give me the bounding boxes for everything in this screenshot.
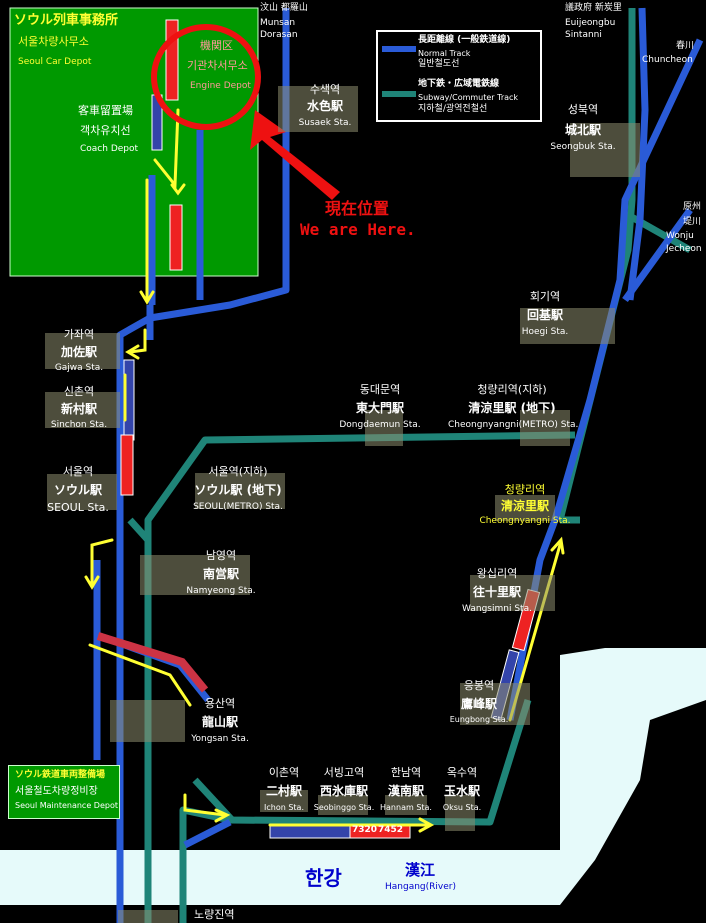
dest-uijeongbu-en1: Euijeongbu bbox=[565, 18, 616, 28]
hoegi-box bbox=[520, 308, 615, 344]
train-car2-label: 7452 bbox=[378, 825, 404, 835]
noryangjin-box bbox=[118, 910, 178, 923]
station-seoul-metro[interactable]: 서울역(지하) ソウル駅 (地下) SEOUL(METRO) Sta. bbox=[193, 465, 283, 513]
station-wangsimni[interactable]: 왕십리역 往十里駅 Wangsimni Sta. bbox=[462, 567, 532, 615]
dest-jecheon-en: Jecheon bbox=[666, 244, 702, 254]
station-eungbong[interactable]: 응봉역 鷹峰駅 Eungbong Sta. bbox=[449, 679, 509, 725]
dest-wonju: 原州 bbox=[683, 202, 702, 212]
dest-munsan: 汶山 都羅山 bbox=[260, 3, 308, 13]
station-dongdaemun[interactable]: 동대문역 東大門駅 Dongdaemun Sta. bbox=[339, 383, 421, 431]
coach-depot-en: Coach Depot bbox=[80, 144, 139, 154]
dest-chuncheon-en: Chuncheon bbox=[642, 55, 693, 65]
seongbuk-box bbox=[570, 123, 640, 177]
seoul-box bbox=[47, 474, 117, 510]
current-location-arrow bbox=[250, 110, 340, 200]
yongsan-box bbox=[110, 700, 185, 742]
maintenance-depot: ソウル鉄道車両整備場 서울철도차량정비장 Seoul Maintenance D… bbox=[8, 765, 120, 819]
map-legend bbox=[376, 30, 542, 122]
depot-title-jp: ソウル列車事務所 bbox=[14, 13, 119, 28]
maintenance-en: Seoul Maintenance Depot bbox=[15, 801, 118, 810]
dest-munsan-en2: Dorasan bbox=[260, 30, 298, 40]
legend-normal-kr: 일반철도선 bbox=[418, 59, 460, 69]
cheongnyangni-box bbox=[495, 495, 555, 521]
depot-title-en: Seoul Car Depot bbox=[18, 57, 92, 67]
namyeong-box bbox=[140, 555, 250, 595]
current-location-en: We are Here. bbox=[300, 220, 416, 239]
hannam-box bbox=[385, 795, 427, 815]
station-hoegi[interactable]: 회기역 回基駅 Hoegi Sta. bbox=[521, 290, 569, 338]
station-noryangjin[interactable]: 노량진역 bbox=[194, 908, 235, 921]
engine-depot-kr: 기관차서무소 bbox=[187, 59, 248, 72]
dest-uijeongbu-en2: Sintanni bbox=[565, 30, 602, 40]
dest-uijeongbu: 議政府 新炭里 bbox=[565, 3, 622, 13]
station-cheongnyangni-metro[interactable]: 청량리역(지하) 清涼里駅 (地下) Cheongnyangni(METRO) … bbox=[448, 383, 579, 431]
legend-normal-en: Normal Track bbox=[418, 49, 471, 58]
legend-subway-kr: 지하철/광역전철선 bbox=[418, 104, 488, 114]
station-cheongnyangni[interactable]: 청량리역 清涼里駅 Cheongnyangni Sta. bbox=[479, 483, 571, 527]
station-namyeong[interactable]: 남영역 南営駅 Namyeong Sta. bbox=[186, 549, 256, 597]
cheongnyangni-metro-box bbox=[520, 410, 570, 446]
seobinggo-box bbox=[318, 795, 368, 815]
engine-depot-en: Engine Depot bbox=[190, 81, 251, 91]
station-seongbuk[interactable]: 성북역 城北駅 Seongbuk Sta. bbox=[550, 103, 616, 153]
dest-chuncheon: 春川 bbox=[676, 41, 695, 51]
river-label-cn: 漢江 bbox=[405, 861, 436, 879]
gajwa-box bbox=[45, 333, 120, 369]
oksu-box bbox=[445, 795, 475, 831]
dest-jecheon: 堤川 bbox=[683, 217, 702, 227]
dongdaemun-box bbox=[365, 410, 403, 446]
legend-normal-cn: 長距離線 (一般鉄道線) bbox=[418, 35, 511, 45]
station-seobinggo[interactable]: 서빙고역 西氷庫駅 Seobinggo Sta. bbox=[313, 766, 375, 813]
station-gajwa[interactable]: 가좌역 加佐駅 Gajwa Sta. bbox=[54, 328, 104, 374]
eungbong-box bbox=[460, 683, 530, 725]
station-seoul[interactable]: 서울역 ソウル駅 SEOUL Sta. bbox=[47, 465, 109, 515]
legend-subway-cn: 地下鉄・広域電鉄線 bbox=[418, 79, 500, 89]
depot-title-kr: 서울차량사무소 bbox=[18, 35, 89, 48]
susaek-box bbox=[278, 86, 358, 132]
route-arrows bbox=[84, 108, 565, 833]
legend-subway-en: Subway/Commuter Track bbox=[418, 93, 519, 102]
normal-track-lines bbox=[93, 7, 704, 923]
station-oksu[interactable]: 옥수역 玉水駅 Oksu Sta. bbox=[442, 766, 482, 813]
river-label-en: Hangang(River) bbox=[385, 882, 456, 892]
current-location-ring bbox=[151, 24, 261, 130]
maintenance-jp: ソウル鉄道車両整備場 bbox=[15, 770, 106, 780]
sinchon-box bbox=[45, 392, 120, 428]
seoul-metro-box bbox=[195, 473, 285, 509]
station-sinchon[interactable]: 신촌역 新村駅 Sinchon Sta. bbox=[50, 385, 108, 431]
dest-munsan-en1: Munsan bbox=[260, 18, 296, 28]
maintenance-kr: 서울철도차량정비장 bbox=[15, 786, 98, 797]
wangsimni-box bbox=[470, 575, 555, 611]
station-hannam[interactable]: 한남역 漢南駅 Hannam Sta. bbox=[380, 766, 432, 813]
current-location-jp: 現在位置 bbox=[325, 199, 390, 218]
engine-depot-jp: 機関区 bbox=[200, 39, 233, 52]
station-susaek[interactable]: 수색역 水色駅 Susaek Sta. bbox=[298, 83, 352, 129]
coach-depot-kr: 객차유치선 bbox=[80, 124, 131, 137]
han-river bbox=[0, 648, 706, 905]
dest-wonju-en: Wonju bbox=[666, 231, 694, 241]
station-ichon[interactable]: 이촌역 二村駅 Ichon Sta. bbox=[264, 766, 304, 813]
river-label-kr: 한강 bbox=[305, 866, 342, 890]
coach-depot-jp: 客車留置場 bbox=[78, 104, 133, 117]
depot-area bbox=[9, 7, 259, 277]
station-yongsan[interactable]: 용산역 龍山駅 Yongsan Sta. bbox=[191, 697, 249, 745]
ichon-box bbox=[260, 790, 308, 812]
train-car1-label: 7320 bbox=[352, 825, 378, 835]
